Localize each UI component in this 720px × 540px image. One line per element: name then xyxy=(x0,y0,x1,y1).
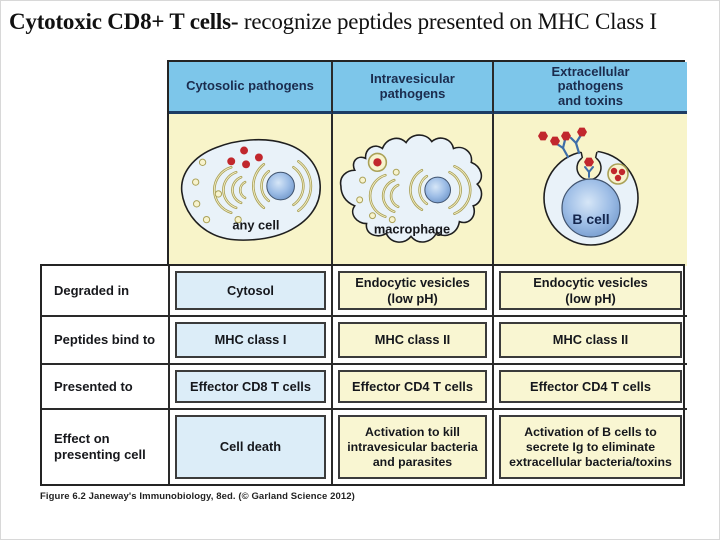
value-box-mhc-class-i: MHC class I xyxy=(175,322,326,358)
any-cell-drawing: any cell xyxy=(180,138,321,241)
any-cell-label: any cell xyxy=(232,218,279,233)
page-title: Cytotoxic CD8+ T cells- recognize peptid… xyxy=(9,9,713,35)
illustration-b-cell: B cell xyxy=(494,114,687,266)
b-cell-receptor-icons xyxy=(555,133,583,159)
value-box-activation-kill: Activation to kill intravesicular bacter… xyxy=(338,415,487,479)
table-cell: Effector CD4 T cells xyxy=(333,365,494,410)
pathogen-table-lower: Degraded in Cytosol Endocytic vesicles (… xyxy=(40,264,687,486)
table-cell: Endocytic vesicles (low pH) xyxy=(333,266,494,317)
title-regular-segment: recognize peptides presented on MHC Clas… xyxy=(238,9,657,34)
vesicle-dots xyxy=(356,168,400,224)
figure-caption: Figure 6.2 Janeway's Immunobiology, 8ed.… xyxy=(40,491,355,502)
table-cell: MHC class II xyxy=(333,317,494,365)
value-box-cd4-t-cells-2: Effector CD4 T cells xyxy=(499,370,682,403)
table-cell: MHC class I xyxy=(170,317,333,365)
table-cell: MHC class II xyxy=(494,317,687,365)
illustration-macrophage: macrophage xyxy=(333,114,494,266)
vesicle-dots xyxy=(192,158,242,224)
value-box-cd4-t-cells-1: Effector CD4 T cells xyxy=(338,370,487,403)
column-header-intravesicular: Intravesicular pathogens xyxy=(333,62,494,114)
nucleus xyxy=(266,171,295,201)
b-cell-label: B cell xyxy=(572,211,609,227)
row-label-degraded-in: Degraded in xyxy=(42,266,170,317)
endocytic-pit-icon xyxy=(576,149,602,181)
title-bold-segment: Cytotoxic CD8+ T cells- xyxy=(9,9,239,34)
nucleus xyxy=(561,178,621,238)
macrophage-label: macrophage xyxy=(374,221,450,236)
table-cell: Endocytic vesicles (low pH) xyxy=(494,266,687,317)
value-box-mhc-class-ii-1: MHC class II xyxy=(338,322,487,358)
receptor-in-pit xyxy=(584,166,594,178)
vesicle-antigen-dots xyxy=(610,167,626,182)
column-header-cytosolic: Cytosolic pathogens xyxy=(169,62,333,114)
nucleus xyxy=(424,176,452,204)
macrophage-drawing: macrophage xyxy=(339,134,483,243)
value-box-endocytic-1: Endocytic vesicles (low pH) xyxy=(338,271,487,310)
table-cell: Cytosol xyxy=(170,266,333,317)
value-box-cytosol: Cytosol xyxy=(175,271,326,310)
b-cell-drawing: B cell xyxy=(538,127,639,246)
value-box-activation-ig: Activation of B cells to secrete Ig to e… xyxy=(499,415,682,479)
phagocytosed-pathogen-dot xyxy=(373,158,382,167)
row-label-effect: Effect on presenting cell xyxy=(42,410,170,484)
table-cell: Effector CD8 T cells xyxy=(170,365,333,410)
pathogen-table-upper: Cytosolic pathogens Intravesicular patho… xyxy=(167,60,687,266)
pathogen-dots xyxy=(227,146,263,169)
table-cell: Activation of B cells to secrete Ig to e… xyxy=(494,410,687,484)
table-cell: Activation to kill intravesicular bacter… xyxy=(333,410,494,484)
value-box-endocytic-2: Endocytic vesicles (low pH) xyxy=(499,271,682,310)
row-label-peptides-bind-to: Peptides bind to xyxy=(42,317,170,365)
value-box-mhc-class-ii-2: MHC class II xyxy=(499,322,682,358)
table-cell: Cell death xyxy=(170,410,333,484)
illustration-any-cell: any cell xyxy=(169,114,333,266)
cell-membrane xyxy=(180,138,321,241)
value-box-cell-death: Cell death xyxy=(175,415,326,479)
value-box-cd8-t-cells: Effector CD8 T cells xyxy=(175,370,326,403)
column-header-extracellular: Extracellular pathogens and toxins xyxy=(494,62,687,114)
table-cell: Effector CD4 T cells xyxy=(494,365,687,410)
row-label-presented-to: Presented to xyxy=(42,365,170,410)
